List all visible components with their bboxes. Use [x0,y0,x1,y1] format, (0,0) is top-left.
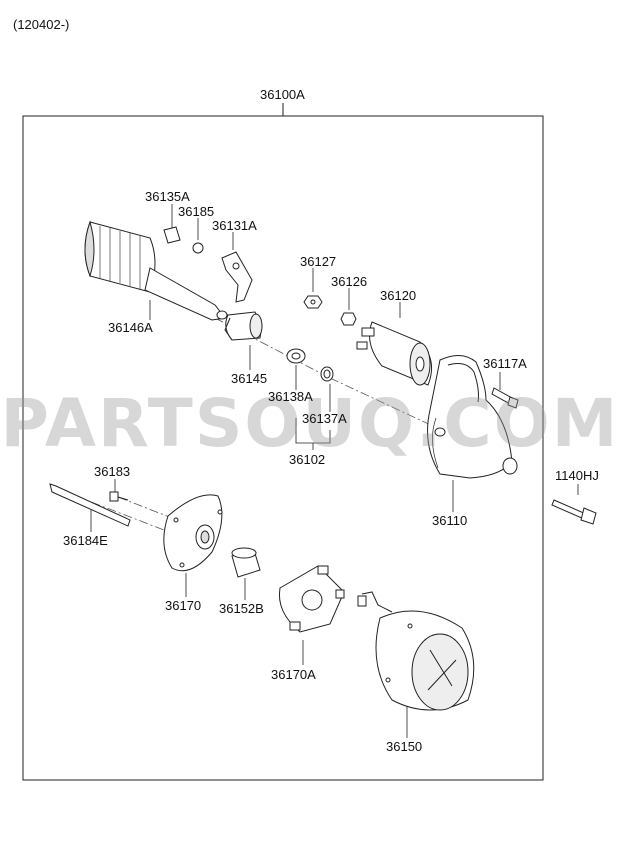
flange-bolt-part[interactable] [551,499,597,525]
part-label-36145[interactable]: 36145 [231,371,268,386]
solenoid-part[interactable] [356,321,433,386]
steel-ball-part[interactable] [192,242,204,254]
bolt-part[interactable] [491,387,519,409]
small-nut-part[interactable] [340,312,357,326]
part-label-36184E[interactable]: 36184E [63,533,108,548]
brush-holder-part[interactable] [278,565,345,633]
yoke-part[interactable] [357,591,475,711]
washer-part[interactable] [286,348,306,364]
part-label-36185[interactable]: 36185 [178,204,215,219]
part-label-36170[interactable]: 36170 [165,598,202,613]
part-label-36110[interactable]: 36110 [432,513,468,528]
rear-bracket-part[interactable] [163,494,223,572]
part-label-36150[interactable]: 36150 [386,739,423,754]
part-label-1140HJ[interactable]: 1140HJ [555,468,599,483]
pinion-gear-part[interactable] [224,311,263,341]
part-label-36183[interactable]: 36183 [94,464,131,479]
part-label-36117A[interactable]: 36117A [483,356,527,371]
shift-lever-part[interactable] [221,251,253,303]
part-label-36170A[interactable]: 36170A [271,667,316,682]
part-label-36146A[interactable]: 36146A [108,320,153,335]
part-label-36102[interactable]: 36102 [289,452,326,467]
part-label-36131A[interactable]: 36131A [212,218,257,233]
part-label-36120[interactable]: 36120 [380,288,417,303]
front-housing-part[interactable] [427,355,518,479]
part-label-36138A[interactable]: 36138A [268,389,313,404]
header-code: (120402-) [13,17,70,32]
stop-ring-part[interactable] [320,366,334,382]
part-label-36126[interactable]: 36126 [331,274,368,289]
armature-part[interactable] [84,220,228,321]
through-bolt-part[interactable] [49,483,131,527]
spacer-part[interactable] [163,226,181,244]
leader-lines [90,204,579,738]
part-label-36127[interactable]: 36127 [300,254,337,269]
nut-part[interactable] [303,295,323,309]
screw-part[interactable] [109,491,129,502]
part-label-36137A[interactable]: 36137A [302,411,347,426]
bushing-part[interactable] [231,547,261,578]
part-label-36135A[interactable]: 36135A [145,189,190,204]
part-label-36152B[interactable]: 36152B [219,601,264,616]
assembly-label[interactable]: 36100A [260,87,305,102]
